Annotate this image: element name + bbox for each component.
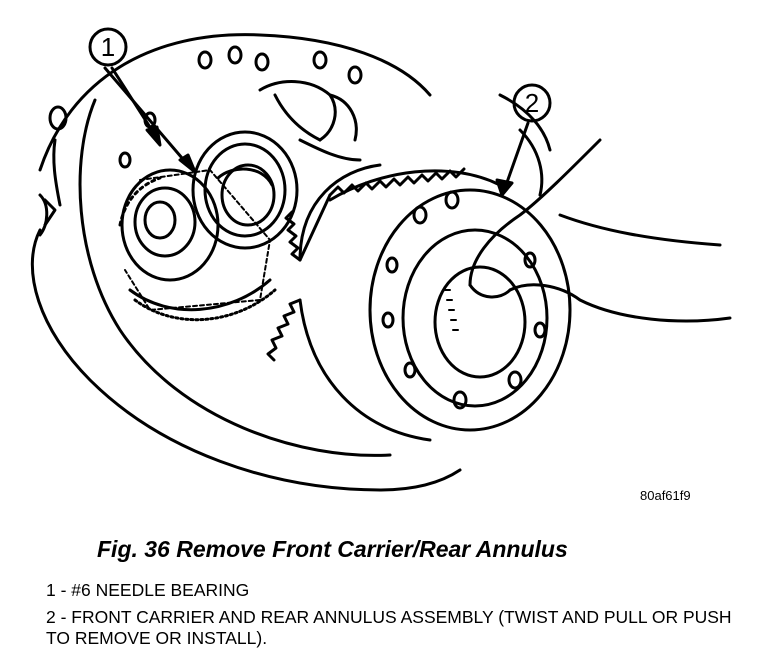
figure-caption: Fig. 36 Remove Front Carrier/Rear Annulu… xyxy=(97,536,568,562)
callout-1-number: 1 xyxy=(101,32,115,62)
carrier-annulus-assembly xyxy=(266,163,572,442)
callout-1 xyxy=(88,27,197,174)
needle-bearing xyxy=(191,130,299,250)
callout-2-number: 2 xyxy=(525,88,539,118)
legend: 1 - #6 NEEDLE BEARING 2 - FRONT CARRIER … xyxy=(46,580,746,655)
legend-item: 1 - #6 NEEDLE BEARING xyxy=(46,580,250,600)
inner-gear-set xyxy=(118,168,277,322)
transmission-case xyxy=(30,33,552,492)
right-hand xyxy=(468,138,732,323)
drawing-id: 80af61f9 xyxy=(640,488,691,503)
legend-item: 2 - FRONT CARRIER AND REAR ANNULUS ASSEM… xyxy=(46,607,732,648)
left-hand xyxy=(258,80,362,162)
transmission-illustration: 1 2 xyxy=(30,27,732,492)
callout-2 xyxy=(495,83,552,197)
